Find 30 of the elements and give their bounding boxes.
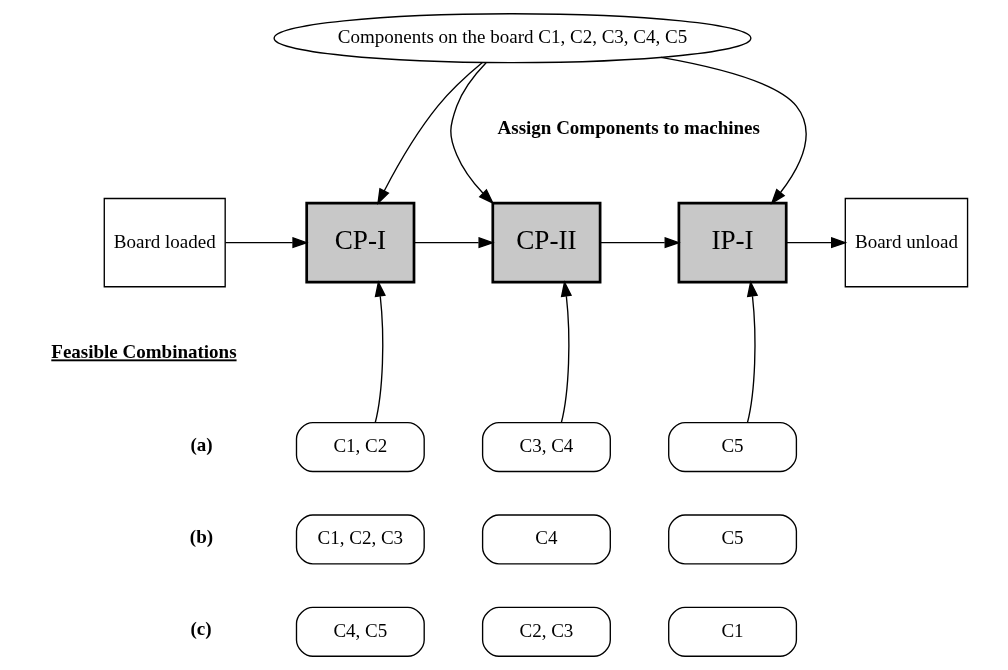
node-box: C1, C2 (295, 421, 425, 473)
node-ellipse: Components on the board C1, C2, C3, C4, C5 (273, 13, 752, 64)
node-box: C1, C2, C3 (295, 514, 425, 565)
node-box: CP-II (491, 201, 602, 284)
arrow (599, 236, 681, 249)
label: (c) (190, 618, 212, 640)
arrow (224, 236, 309, 249)
node-box: C1 (668, 606, 798, 657)
arrow (746, 280, 759, 424)
label: Feasible Combinations (51, 341, 237, 363)
node-box: C5 (668, 514, 798, 565)
arrow (660, 56, 807, 205)
label: (b) (189, 526, 214, 548)
node-box: Board loaded (103, 197, 226, 288)
arrow (786, 236, 848, 249)
node-box: IP-I (677, 201, 788, 284)
arrow (450, 62, 495, 205)
arrow (374, 280, 386, 424)
node-box: C4, C5 (295, 606, 425, 657)
node-box: C2, C3 (481, 606, 611, 657)
arrow (560, 280, 573, 424)
node-box: C5 (668, 421, 798, 473)
label: (a) (190, 433, 213, 455)
node-box: C3, C4 (481, 421, 611, 473)
arrow (413, 236, 495, 249)
node-box: CP-I (305, 201, 416, 284)
arrow (377, 61, 484, 205)
label: Assign Components to machines (497, 117, 760, 139)
node-box: Board unload (844, 197, 969, 288)
node-box: C4 (481, 514, 611, 565)
